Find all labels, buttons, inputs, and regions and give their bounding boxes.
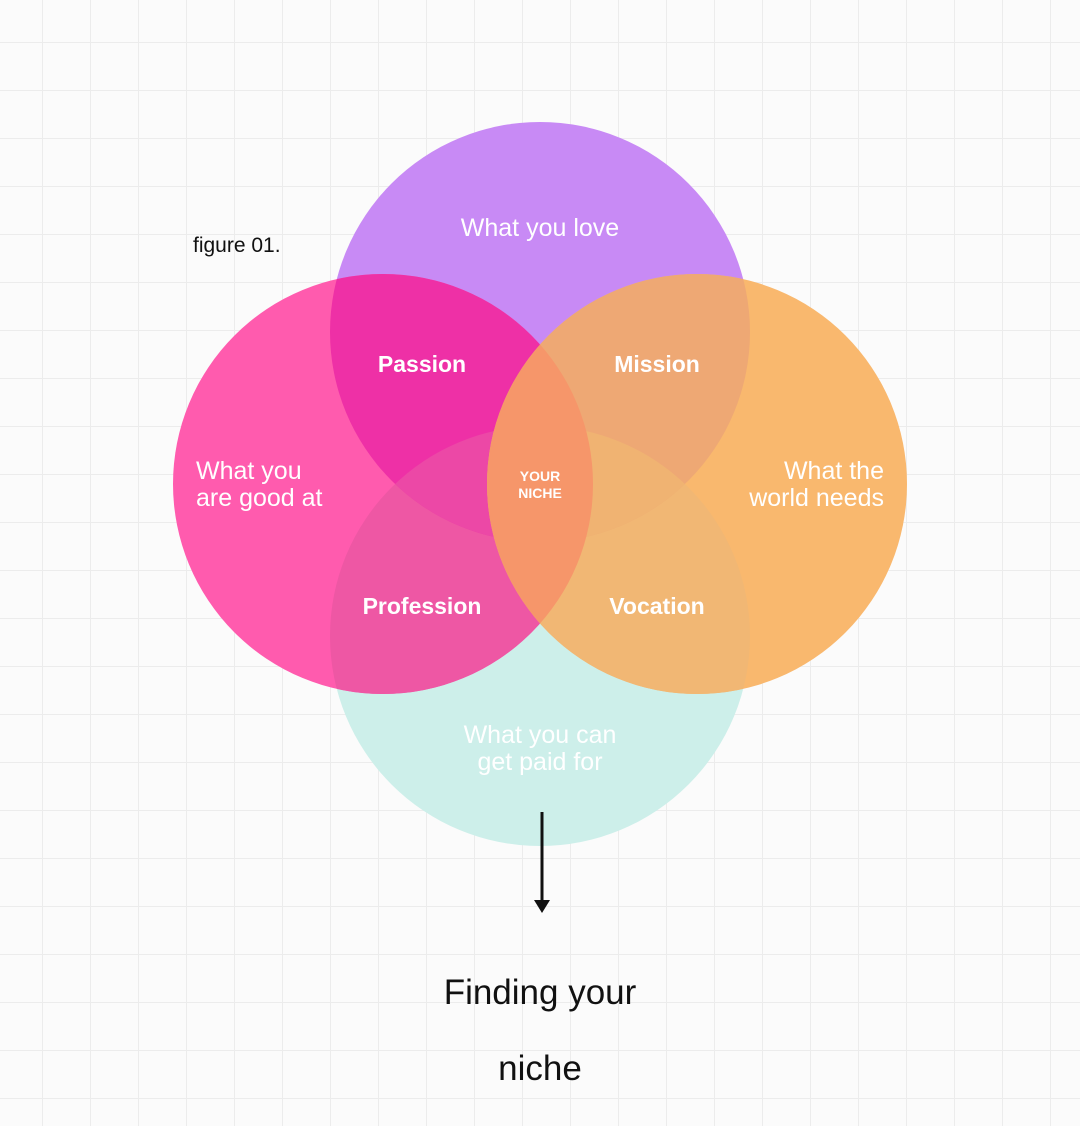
label-paid-for-line2: get paid for <box>477 748 602 776</box>
label-love: What you love <box>461 214 619 242</box>
label-passion: Passion <box>378 351 466 377</box>
label-world-needs-line2: world needs <box>748 484 884 512</box>
footer-title-line1: Finding your <box>443 973 637 1012</box>
arrow-head-icon <box>534 900 550 913</box>
venn-diagram: What you love What you are good at What … <box>173 122 907 913</box>
footer-title-line2: niche <box>498 1049 582 1088</box>
label-paid-for-line1: What you can <box>464 721 617 749</box>
label-good-at-line1: What you <box>196 457 302 485</box>
figure-caption: figure 01. <box>193 234 281 257</box>
label-niche-line1: YOUR <box>520 468 560 484</box>
label-world-needs-line1: What the <box>784 457 884 485</box>
label-mission: Mission <box>614 351 700 377</box>
label-profession: Profession <box>363 593 482 619</box>
label-niche-line2: NICHE <box>518 485 562 501</box>
footer-title: Finding your niche <box>340 936 740 1126</box>
label-vocation: Vocation <box>609 593 704 619</box>
label-good-at-line2: are good at <box>196 484 323 512</box>
